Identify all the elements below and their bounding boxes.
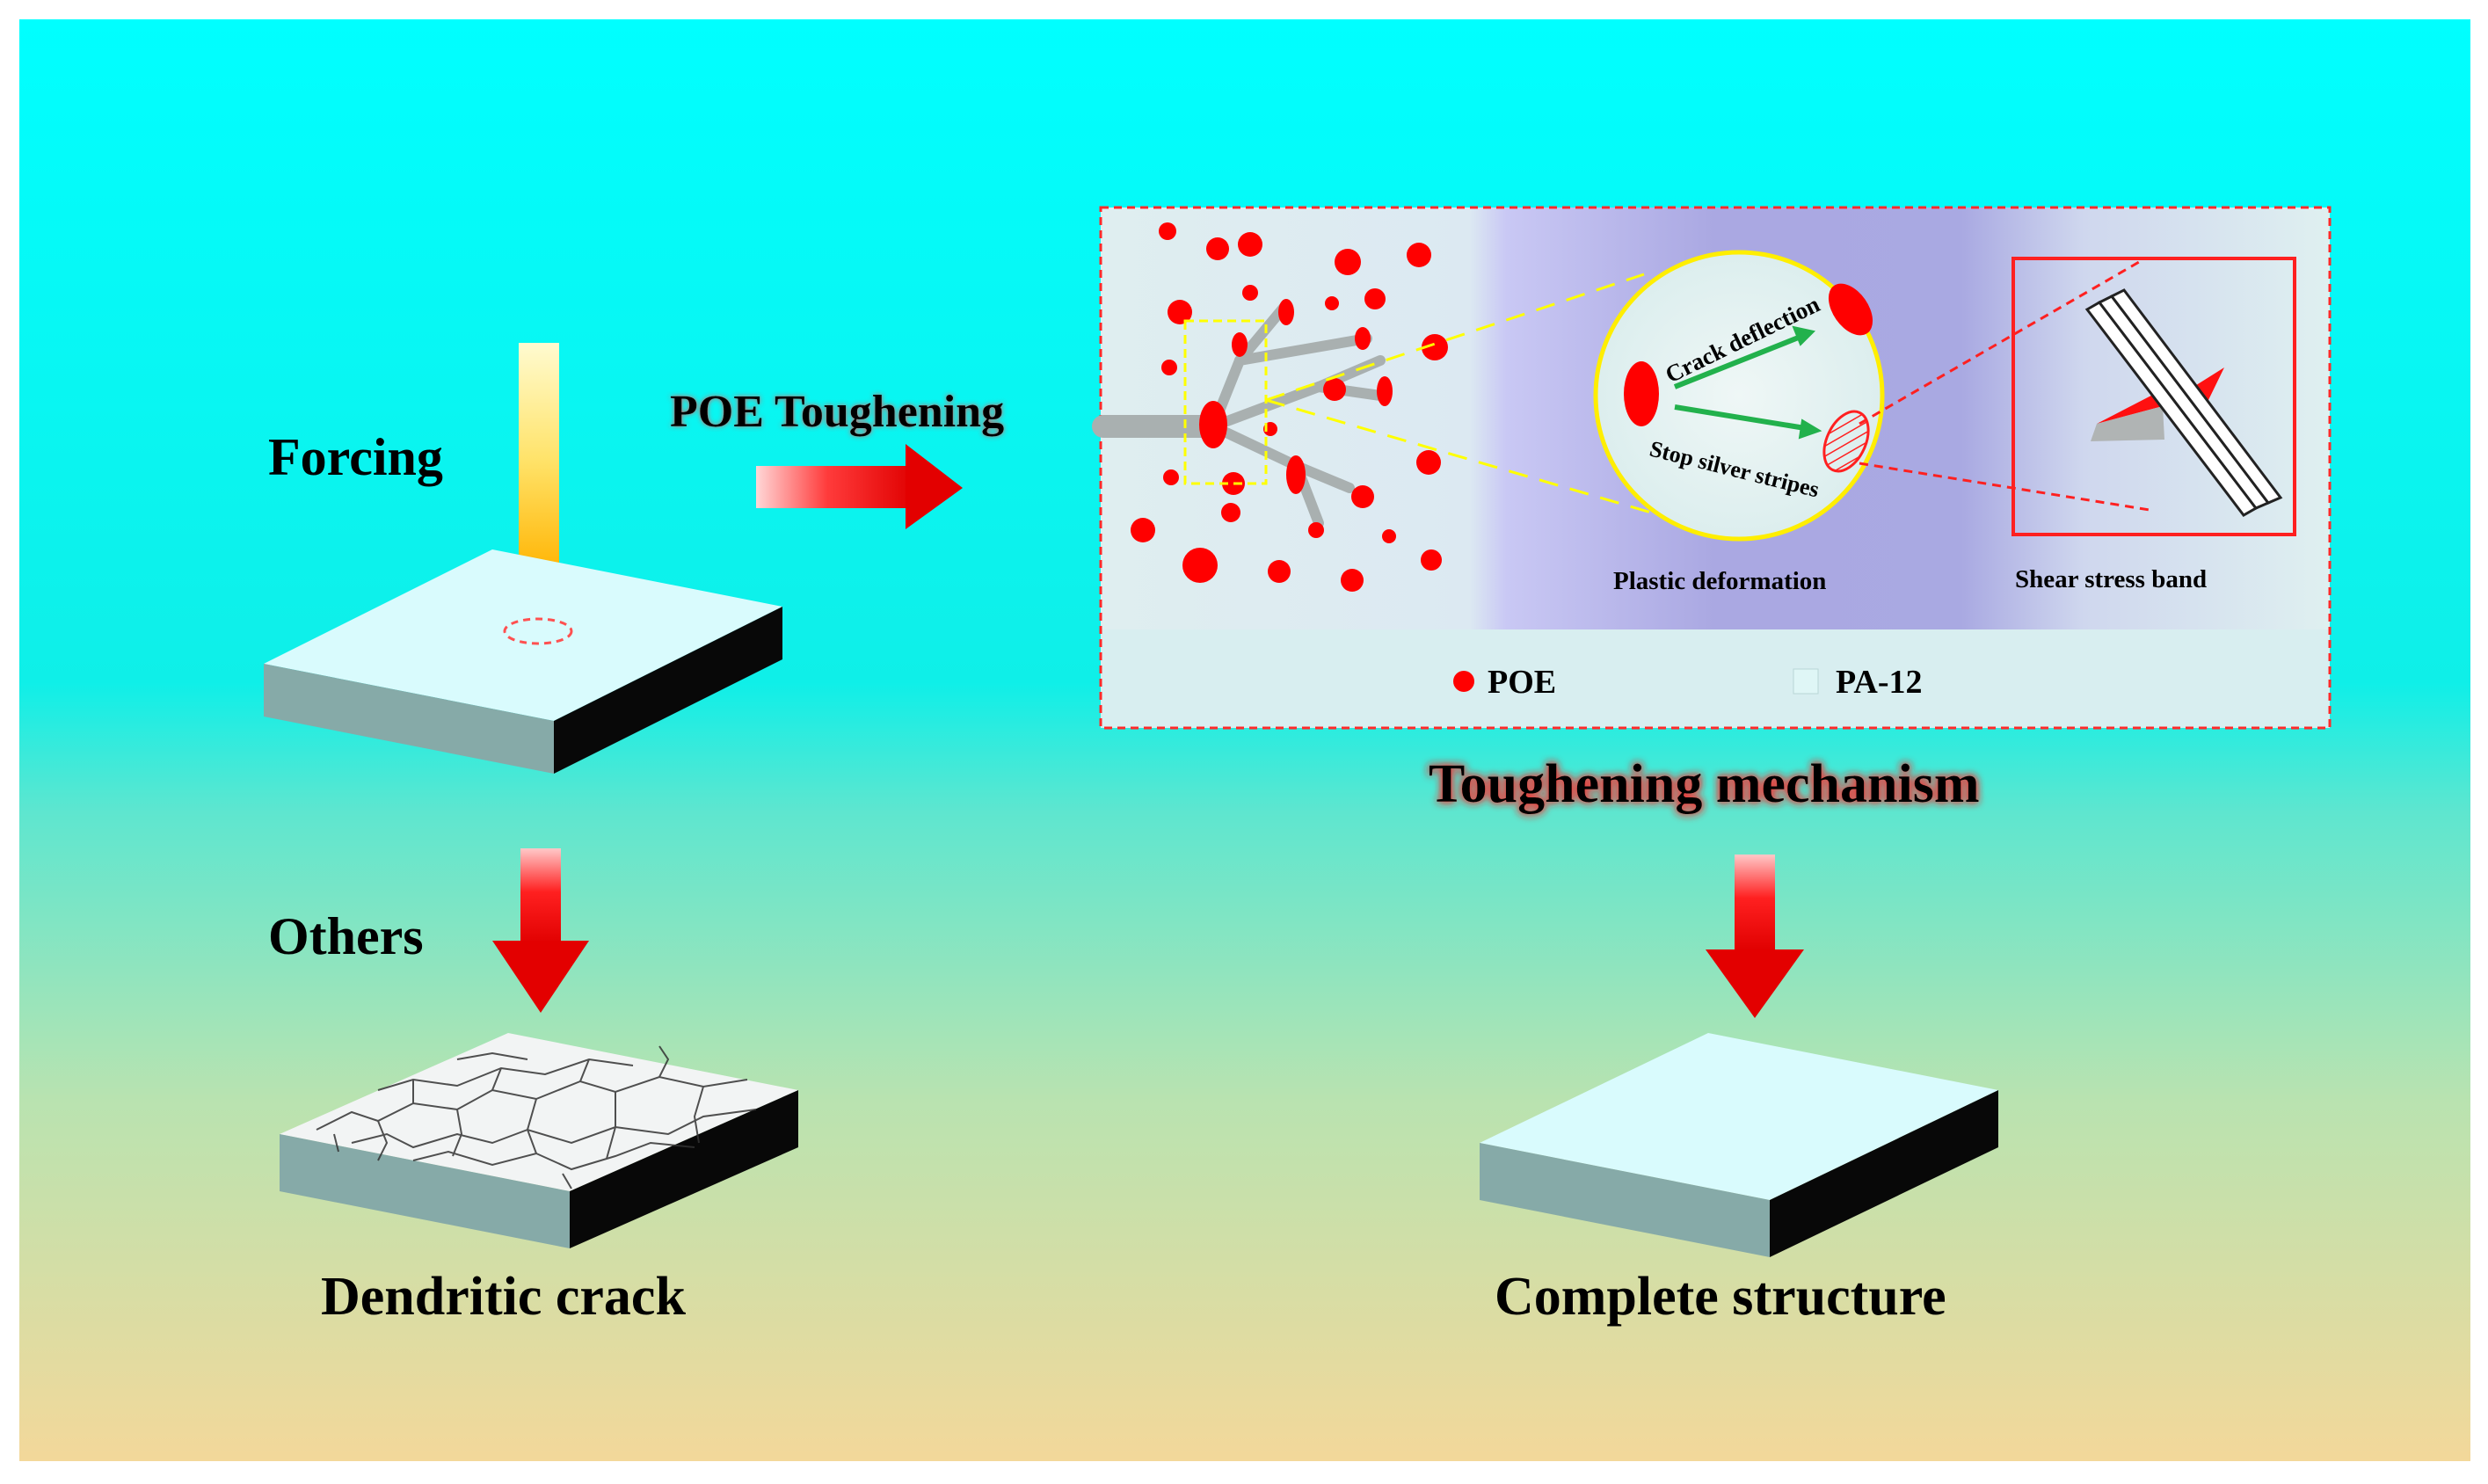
mechanism-panel: Crack deflection Stop silver stripes Pla…	[1092, 206, 2332, 730]
shear-band-illustration	[2084, 288, 2283, 517]
dendritic-crack-lines	[316, 1045, 757, 1189]
legend-label-poe: POE	[1488, 664, 1556, 701]
toughening-mechanism-title: Toughening mechanism	[1429, 754, 1979, 814]
forcing-label: Forcing	[268, 428, 443, 486]
legend-swatch-poe	[1453, 671, 1474, 692]
poe-particles	[1131, 222, 1448, 592]
plastic-deformation-circle	[1593, 250, 1885, 542]
plate-top-left	[264, 549, 782, 774]
poe-toughening-arrow	[756, 444, 963, 529]
others-label: Others	[268, 907, 424, 965]
plastic-deformation-label: Plastic deformation	[1613, 567, 1826, 595]
dendritic-crack-label: Dendritic crack	[321, 1267, 686, 1327]
right-down-arrow	[1706, 855, 1804, 1018]
complete-structure-label: Complete structure	[1495, 1267, 1946, 1327]
plate-cracked	[280, 1033, 798, 1248]
green-arrows	[1673, 325, 1822, 440]
poe-toughening-label: POE Toughening	[670, 387, 1004, 437]
shear-stress-band-label: Shear stress band	[2015, 565, 2207, 593]
shear-zoom-lines	[1859, 257, 2150, 512]
legend-label-pa12: PA-12	[1836, 664, 1923, 701]
zoom-lines	[1265, 273, 1658, 516]
legend: POE PA-12	[1453, 664, 1923, 701]
shear-band-box	[2011, 257, 2296, 536]
others-arrow	[492, 848, 589, 1013]
zoom-box	[1183, 319, 1268, 485]
panel-border	[1099, 206, 2332, 730]
hatched-particle	[1822, 410, 1870, 473]
plate-complete	[1480, 1033, 1998, 1257]
impact-point	[503, 617, 573, 645]
legend-swatch-pa12	[1793, 668, 1819, 695]
